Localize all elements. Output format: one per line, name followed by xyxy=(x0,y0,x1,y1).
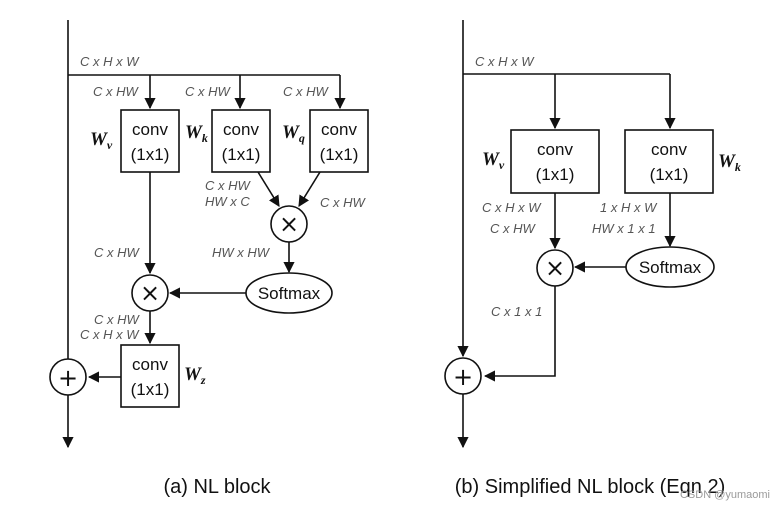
conv-k-box-b xyxy=(624,129,714,194)
w-v-label: Wv xyxy=(90,129,113,152)
conv-v-kernel: (1x1) xyxy=(131,145,170,164)
conv-q-title: conv xyxy=(321,120,357,139)
arrow-q-to-mult xyxy=(298,171,321,207)
branch-dim-v-label: C x HW xyxy=(93,84,140,99)
plus-icon: + xyxy=(453,363,473,391)
multiply-icon: × xyxy=(140,279,160,307)
conv-v-kernel-b: (1x1) xyxy=(536,165,575,184)
w-q-label: Wq xyxy=(282,122,305,145)
mult-out-dim: HW x HW xyxy=(212,245,271,260)
k-out-dim-2-b: HW x 1 x 1 xyxy=(592,221,656,236)
conv-k-title: conv xyxy=(223,120,259,139)
conv-q-box xyxy=(309,109,369,173)
q-out-dim: C x HW xyxy=(320,195,367,210)
multiply-icon: × xyxy=(279,210,299,238)
conv-z-title: conv xyxy=(132,355,168,374)
arrow-mult-to-add-b xyxy=(483,286,556,382)
caption-b: (b) Simplified NL block (Eqn 2) xyxy=(455,476,725,498)
conv-v-title: conv xyxy=(132,120,168,139)
caption-a: (a) NL block xyxy=(163,476,271,498)
input-dim-label-a: C x H x W xyxy=(80,54,140,69)
after-mult-dim-2: C x H x W xyxy=(80,327,140,342)
v-out-dim-1-b: C x H x W xyxy=(482,200,542,215)
multiply-icon: × xyxy=(545,254,565,282)
arrow-k-to-mult xyxy=(257,171,280,207)
add-node-a xyxy=(49,358,87,396)
conv-k-kernel: (1x1) xyxy=(222,145,261,164)
conv-z-box xyxy=(120,344,180,408)
w-z-label: Wz xyxy=(184,364,206,387)
v-out-dim: C x HW xyxy=(94,245,141,260)
input-dim-label-b: C x H x W xyxy=(475,54,535,69)
conv-v-box-b xyxy=(510,129,600,194)
plus-icon: + xyxy=(58,364,78,392)
softmax-label-a: Softmax xyxy=(258,284,321,303)
softmax-label-b: Softmax xyxy=(639,258,702,277)
v-out-dim-2-b: C x HW xyxy=(490,221,537,236)
w-k-label-b: Wk xyxy=(718,151,741,174)
conv-z-kernel: (1x1) xyxy=(131,380,170,399)
conv-q-kernel: (1x1) xyxy=(320,145,359,164)
branch-dim-k-label: C x HW xyxy=(185,84,232,99)
w-k-label: Wk xyxy=(185,122,208,145)
panel-b: C x H x W conv (1x1) Wv conv (1x1) Wk C … xyxy=(444,20,741,498)
watermark: CSDN @yumaomi xyxy=(680,489,770,501)
w-v-label-b: Wv xyxy=(482,149,505,172)
panel-a: C x H x W C x HW C x HW C x HW conv (1x1… xyxy=(49,20,369,498)
conv-k-kernel-b: (1x1) xyxy=(650,165,689,184)
add-node-b xyxy=(444,357,482,395)
mult-out-dim-b: C x 1 x 1 xyxy=(491,304,542,319)
conv-k-title-b: conv xyxy=(651,140,687,159)
k-out-dim-2: HW x C xyxy=(205,194,250,209)
k-out-dim-1-b: 1 x H x W xyxy=(600,200,658,215)
after-mult-dim-1: C x HW xyxy=(94,312,141,327)
branch-dim-q-label: C x HW xyxy=(283,84,330,99)
conv-v-title-b: conv xyxy=(537,140,573,159)
k-out-dim-1: C x HW xyxy=(205,178,252,193)
conv-k-box xyxy=(211,109,271,173)
